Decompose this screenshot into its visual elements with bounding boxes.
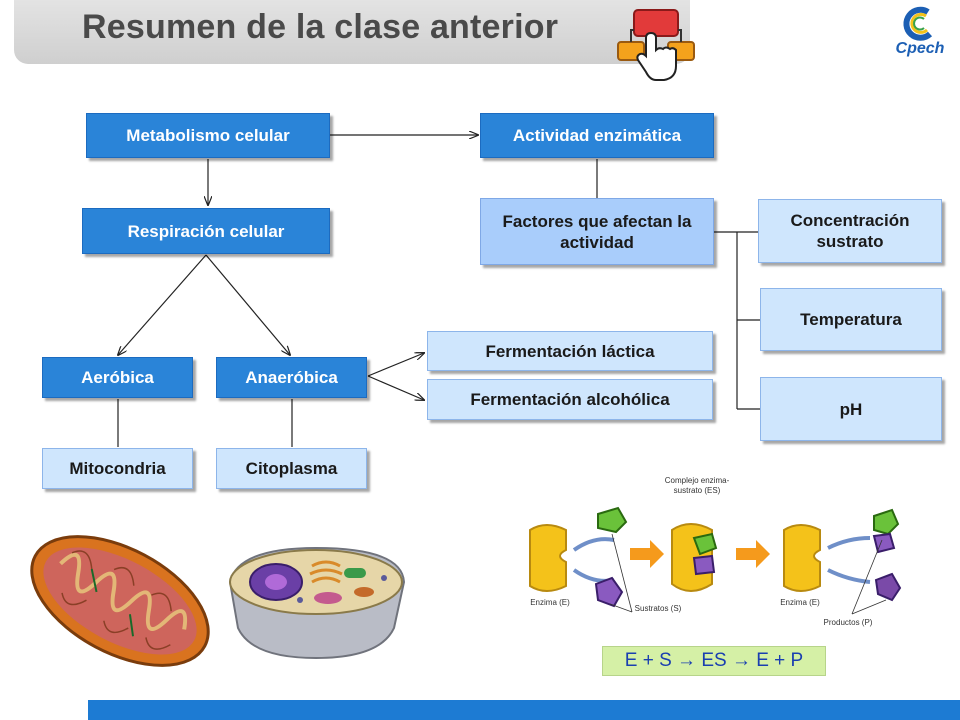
- cpech-logo: Cpech: [888, 4, 952, 62]
- cell-illustration: [228, 546, 406, 660]
- box-factores-actividad: Factores que afectan la actividad: [480, 198, 714, 265]
- box-ph: pH: [760, 377, 942, 441]
- diagram-click-icon: [617, 9, 695, 81]
- cpech-logo-icon: [903, 6, 933, 41]
- substrates-label: Sustratos (S): [634, 604, 682, 613]
- box-respiracion-celular: Respiración celular: [82, 208, 330, 254]
- box-aerobica: Aeróbica: [42, 357, 193, 398]
- enzyme-label-2: Enzima (E): [780, 598, 820, 607]
- enzyme-reaction-illustration: [529, 506, 902, 615]
- box-fermentacion-alcoholica: Fermentación alcohólica: [427, 379, 713, 420]
- bottom-bar: [88, 700, 960, 720]
- products-label: Productos (P): [823, 618, 873, 627]
- page-title: Resumen de la clase anterior: [82, 8, 559, 46]
- mitochondrion-illustration: [30, 535, 210, 667]
- box-anaerobica: Anaeróbica: [216, 357, 367, 398]
- box-citoplasma: Citoplasma: [216, 448, 367, 489]
- complex-label: Complejo enzima-sustrato (ES): [664, 476, 730, 495]
- logo-text: Cpech: [895, 40, 945, 57]
- box-actividad-enzimatica: Actividad enzimática: [480, 113, 714, 158]
- enzyme-label-1: Enzima (E): [530, 598, 570, 607]
- title-bar: Resumen de la clase anterior: [14, 0, 695, 81]
- arrow-anaer-alcoholica: [367, 375, 424, 400]
- box-fermentacion-lactica: Fermentación láctica: [427, 331, 713, 371]
- box-concentracion-sustrato: Concentración sustrato: [758, 199, 942, 263]
- arrow-resp-anaerobica: [205, 254, 290, 355]
- arrow-anaer-lactica: [367, 353, 424, 377]
- arrow-resp-aerobica: [118, 254, 207, 355]
- reaction-equation: E + S → ES → E + P: [602, 646, 826, 676]
- box-metabolismo-celular: Metabolismo celular: [86, 113, 330, 158]
- box-temperatura: Temperatura: [760, 288, 942, 351]
- box-mitocondria: Mitocondria: [42, 448, 193, 489]
